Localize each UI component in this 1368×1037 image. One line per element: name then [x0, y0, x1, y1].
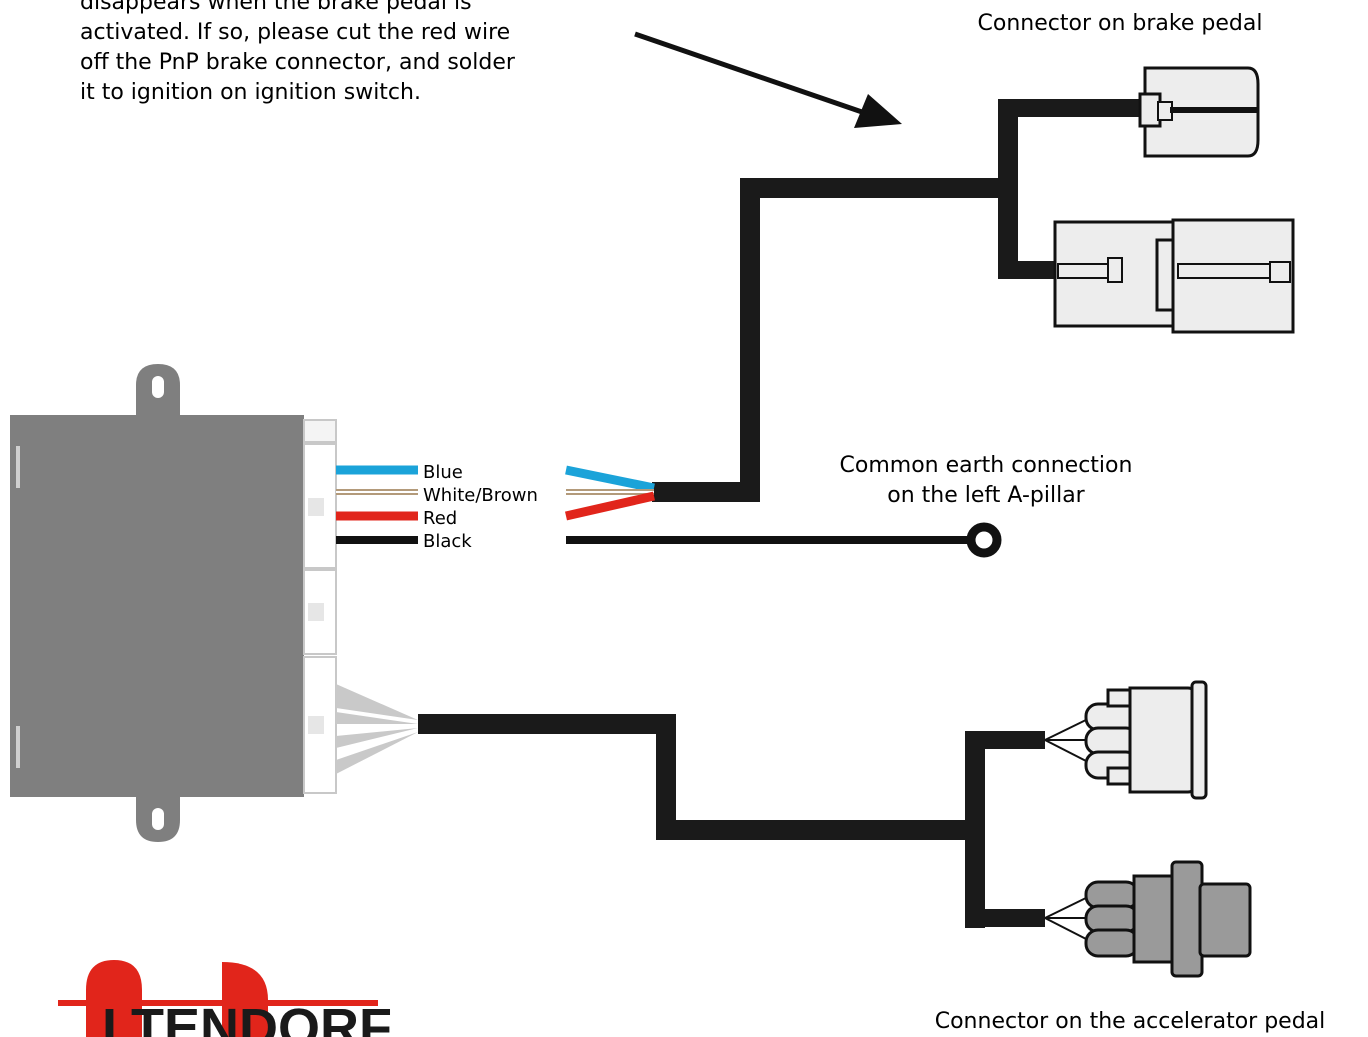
- earth-wire: [566, 522, 1002, 558]
- pointer-arrow: [634, 31, 902, 128]
- brake-harness-cable: [652, 99, 1145, 502]
- note-line: activated. If so, please cut the red wir…: [80, 20, 511, 45]
- instruction-note: disappears when the brake pedal is activ…: [80, 0, 640, 108]
- accelerator-harness-cable: [418, 714, 1045, 928]
- note-line: off the PnP brake connector, and solder: [80, 50, 515, 75]
- company-logo: LTENDORF: [58, 960, 392, 1037]
- brake-connector-bottom: [1053, 218, 1295, 334]
- accelerator-connector-bottom: [1044, 860, 1252, 978]
- earth-label-line1: Common earth connection: [840, 453, 1133, 478]
- accelerator-connector-top: [1044, 680, 1208, 800]
- brake-connector-label: Connector on brake pedal: [978, 11, 1263, 36]
- module-wires: [336, 465, 418, 544]
- logo-text: LTENDORF: [102, 998, 392, 1037]
- note-line: disappears when the brake pedal is: [80, 0, 472, 15]
- wire-label-white-brown: White/Brown: [423, 485, 538, 506]
- control-module: [10, 364, 337, 842]
- wire-label-black: Black: [423, 531, 472, 552]
- wire-label-blue: Blue: [423, 462, 463, 483]
- accelerator-ribbon: [336, 684, 418, 774]
- accelerator-connector-label: Connector on the accelerator pedal: [935, 1009, 1326, 1034]
- brake-connector-top: [1138, 66, 1260, 158]
- wire-label-red: Red: [423, 508, 457, 529]
- fanned-wire-ends: [565, 465, 655, 521]
- note-line: it to ignition on ignition switch.: [80, 80, 421, 105]
- earth-label-line2: on the left A-pillar: [887, 483, 1085, 508]
